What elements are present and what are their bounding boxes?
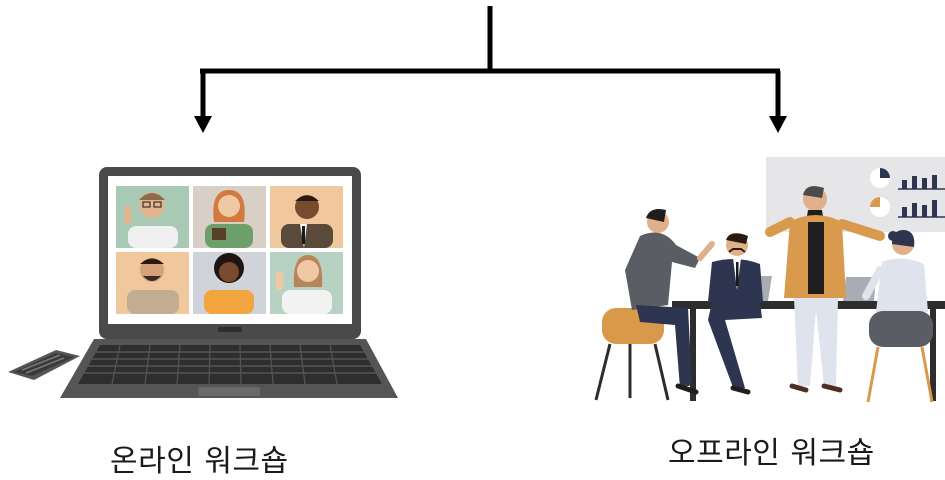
laptop-video-call-icon — [8, 167, 398, 398]
video-participant-tile — [116, 252, 189, 314]
arrow-left-head — [194, 116, 212, 133]
video-participant-tile — [270, 252, 343, 314]
pie-chart-icon — [870, 168, 890, 217]
video-participant-tile — [193, 252, 266, 314]
person-orange-jacket — [765, 186, 885, 393]
chair-icon — [866, 311, 934, 403]
person-gray-suit — [625, 209, 715, 395]
video-participant-tile — [116, 186, 189, 248]
video-participant-tile — [193, 186, 266, 248]
video-participant-tile — [270, 186, 343, 248]
online-workshop-label: 온라인 워크숍 — [110, 444, 289, 479]
bar-chart-icon — [902, 175, 937, 217]
arrow-right-head — [769, 116, 787, 133]
offline-workshop-label: 오프라인 워크숍 — [668, 436, 875, 471]
connector-tree — [200, 6, 781, 118]
person-woman — [862, 229, 928, 312]
person-navy-suit — [708, 233, 763, 395]
team-meeting-icon — [594, 157, 945, 403]
phone-icon — [8, 350, 80, 380]
